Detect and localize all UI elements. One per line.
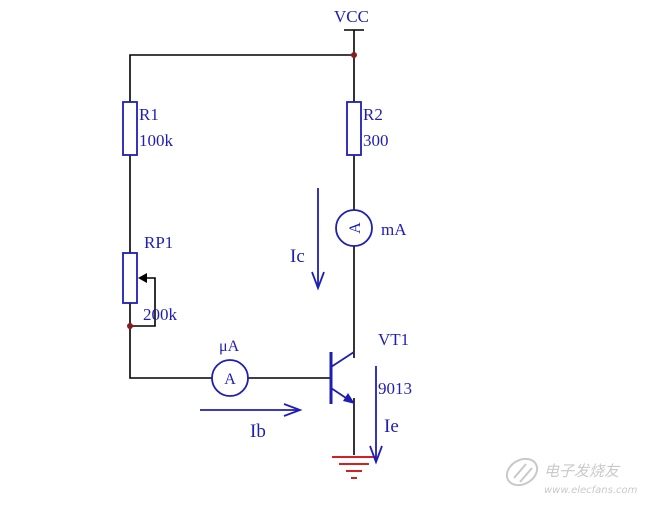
transistor-collector-leg: [330, 351, 355, 368]
rp1-name-label: RP1: [144, 233, 173, 252]
microammeter-unit-label: μA: [219, 338, 240, 355]
transistor-vt1: [329, 351, 355, 404]
microammeter-circle: [211, 359, 249, 397]
ie-label: Ie: [384, 416, 399, 437]
ic-label: Ic: [290, 246, 305, 267]
rp1-wiper-arrow: [138, 273, 147, 283]
watermark-brand: 电子发烧友: [544, 462, 621, 480]
milliammeter-circle: [335, 209, 373, 247]
r1-resistor: [122, 101, 138, 156]
r2-name-label: R2: [363, 105, 383, 124]
watermark-logo: [505, 457, 539, 487]
milliammeter-unit-label: mA: [381, 220, 407, 239]
r2-value-label: 300: [363, 131, 389, 150]
r1-name-label: R1: [139, 105, 159, 124]
rp1-potentiometer: [122, 252, 138, 304]
transistor-emitter-arrow: [343, 393, 355, 404]
top-rail-wire: [129, 54, 355, 102]
milliammeter-symbol: A: [347, 222, 364, 234]
rp1-wiper-loop: [130, 277, 156, 327]
watermark-url: www.elecfans.com: [544, 485, 638, 496]
ie-arrow: [369, 366, 383, 465]
top-junction-node: [351, 52, 357, 58]
vcc-label: VCC: [334, 7, 369, 26]
milliammeter: A: [335, 209, 373, 247]
microammeter: A: [211, 359, 249, 397]
ground-symbol: [332, 456, 376, 479]
r2-resistor: [346, 101, 362, 156]
transistor-type-label: 9013: [378, 379, 412, 398]
node-to-base-left-wire: [129, 326, 212, 379]
rp1-junction-node: [127, 323, 133, 329]
wires: [129, 29, 364, 455]
watermark: 电子发烧友 www.elecfans.com: [505, 457, 638, 496]
r1-value-label: 100k: [139, 131, 174, 150]
microammeter-symbol: A: [224, 371, 236, 388]
rp1-value-label: 200k: [143, 305, 178, 324]
transistor-name-label: VT1: [378, 330, 409, 349]
ic-arrow: [311, 188, 325, 291]
ib-arrow: [200, 403, 303, 417]
ib-label: Ib: [250, 421, 266, 442]
